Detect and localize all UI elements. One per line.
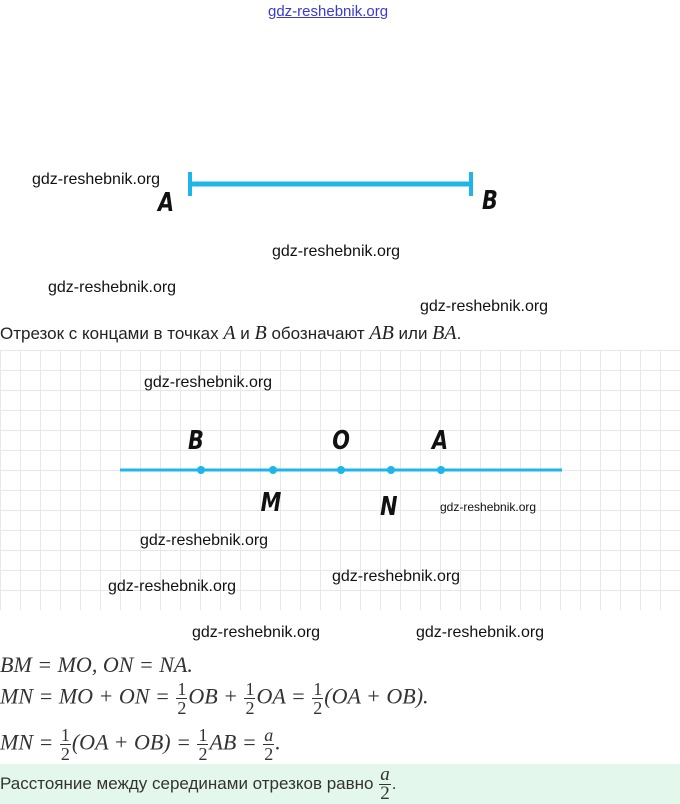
text: AB = <box>209 729 263 755</box>
text: OB + <box>188 683 244 709</box>
line-with-points <box>120 466 562 474</box>
grid-background <box>0 350 680 610</box>
watermark: gdz-reshebnik.org <box>332 568 461 585</box>
point-label-b: B <box>481 186 498 216</box>
text: . <box>275 729 281 755</box>
watermark: gdz-reshebnik.org <box>144 374 273 391</box>
watermark: gdz-reshebnik.org <box>272 243 401 260</box>
watermark-link[interactable]: gdz-reshebnik.org <box>268 3 389 20</box>
point-b <box>197 466 205 474</box>
point-label-m: M <box>260 488 282 518</box>
point-label-n: N <box>380 492 398 522</box>
watermark: gdz-reshebnik.org <box>140 532 269 549</box>
watermark: gdz-reshebnik.org <box>416 624 545 641</box>
text: обозначают <box>266 324 370 343</box>
text: MN = MO + ON = <box>0 683 176 709</box>
watermark: gdz-reshebnik.org <box>48 279 177 296</box>
text: . <box>391 773 397 793</box>
watermark: gdz-reshebnik.org <box>420 298 549 315</box>
point-n <box>387 466 395 474</box>
point-a <box>437 466 445 474</box>
watermark: gdz-reshebnik.org <box>32 171 161 188</box>
math-ab: AB <box>369 322 394 344</box>
definition-sentence: Отрезок с концами в точках A и B обознач… <box>0 322 461 345</box>
text: (OA + OB) = <box>71 729 197 755</box>
point-o <box>337 466 345 474</box>
text: (OA + OB). <box>324 683 429 709</box>
watermark: gdz-reshebnik.org <box>440 500 537 514</box>
math-ba: BA <box>432 322 457 344</box>
point-label-o: O <box>332 426 350 456</box>
conclusion-box: Расстояние между серединами отрезков рав… <box>0 764 680 804</box>
watermark: gdz-reshebnik.org <box>192 624 321 641</box>
point-label-a: A <box>158 188 175 218</box>
text: MN = <box>0 729 59 755</box>
point-label-a: A <box>432 426 449 456</box>
text: Отрезок с концами в точках <box>0 324 224 343</box>
segment-ab <box>188 172 473 196</box>
text: или <box>393 324 433 343</box>
text: и <box>235 324 255 343</box>
watermark: gdz-reshebnik.org <box>108 578 237 595</box>
text: OA = <box>256 683 312 709</box>
point-m <box>269 466 277 474</box>
equation-1: BM = MO, ON = NA. <box>0 652 193 677</box>
point-label-b: B <box>187 426 204 456</box>
text: Расстояние между серединами отрезков рав… <box>0 773 379 793</box>
conclusion-text: Расстояние между серединами отрезков рав… <box>0 764 397 804</box>
text: . <box>456 324 462 343</box>
math-b: B <box>254 322 267 344</box>
math-a: A <box>223 322 236 344</box>
